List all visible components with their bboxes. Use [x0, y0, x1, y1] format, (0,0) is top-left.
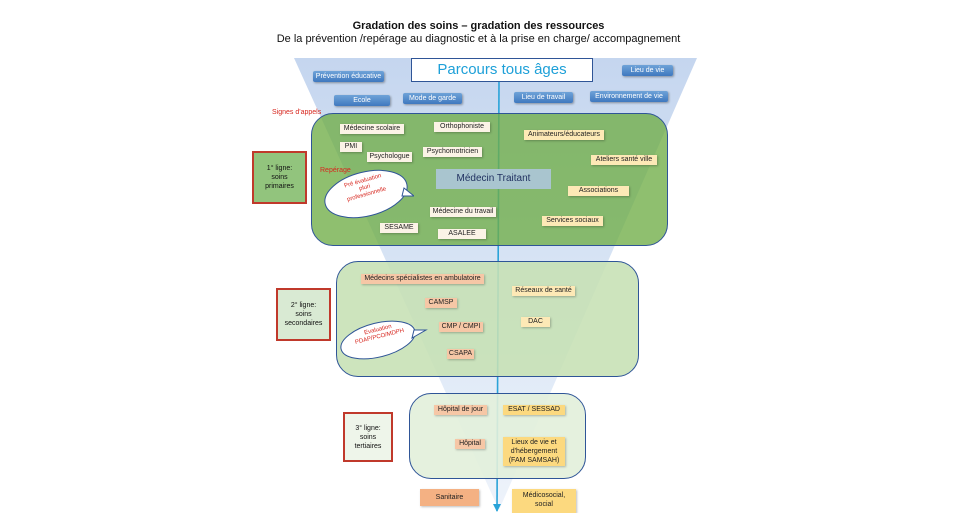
- box-sesame: SESAME: [380, 223, 418, 233]
- box-medecine-du-travail: Médecine du travail: [430, 207, 496, 217]
- diagram-title: Gradation des soins – gradation des ress…: [352, 20, 605, 32]
- box-asalee: ASALEE: [438, 229, 486, 239]
- box-medecin-traitant: Médecin Traitant: [436, 169, 551, 189]
- box-camsp: CAMSP: [425, 298, 457, 308]
- parcours-banner: Parcours tous âges: [411, 58, 593, 82]
- box-ateliers-sante-ville: Ateliers santé ville: [591, 155, 657, 165]
- tag-prevention-educative: Prévention éducative: [313, 71, 384, 82]
- label-sanitaire: Sanitaire: [420, 489, 479, 506]
- box-dac: DAC: [521, 317, 550, 327]
- tag-lieu-de-travail: Lieu de travail: [514, 92, 573, 103]
- tag-environnement-de-vie: Environnement de vie: [590, 91, 668, 102]
- box-hopital: Hôpital: [455, 439, 485, 449]
- box-psychomotricien: Psychomotricien: [423, 147, 482, 157]
- tag-ecole: Ecole: [334, 95, 390, 106]
- box-hopital-de-jour: Hôpital de jour: [434, 405, 487, 415]
- box-cmp-cmpi: CMP / CMPI: [439, 322, 483, 332]
- box-medecine-scolaire: Médecine scolaire: [340, 124, 404, 134]
- box-esat-sessad: ESAT / SESSAD: [503, 405, 565, 415]
- box-csapa: CSAPA: [447, 349, 474, 359]
- signes-appels-label: Signes d'appels: [272, 109, 322, 116]
- tag-lieu-de-vie: Lieu de vie: [622, 65, 673, 76]
- diagram-subtitle: De la prévention /repérage au diagnostic…: [276, 33, 681, 45]
- reperage-label: Repérage: [320, 167, 351, 174]
- axis-arrow-head: [493, 504, 501, 512]
- box-pmi: PMI: [340, 142, 362, 152]
- box-animateurs-educateurs: Animateurs/éducateurs: [524, 130, 604, 140]
- box-psychologue: Psychologue: [367, 152, 412, 162]
- label-medicosocial: Médicosocial,social: [512, 489, 576, 513]
- box-associations: Associations: [568, 186, 629, 196]
- secondary-care-panel: [336, 261, 639, 377]
- tag-mode-de-garde: Mode de garde: [403, 93, 462, 104]
- evaluation-bubble-shape: [340, 320, 428, 360]
- box-orthophoniste: Orthophoniste: [434, 122, 490, 132]
- box-services-sociaux: Services sociaux: [542, 216, 603, 226]
- pre-evaluation-bubble-shape: [324, 169, 414, 219]
- box-reseaux-de-sante: Réseaux de santé: [512, 286, 575, 296]
- box-medecins-specialistes: Médecins spécialistes en ambulatoire: [361, 274, 484, 284]
